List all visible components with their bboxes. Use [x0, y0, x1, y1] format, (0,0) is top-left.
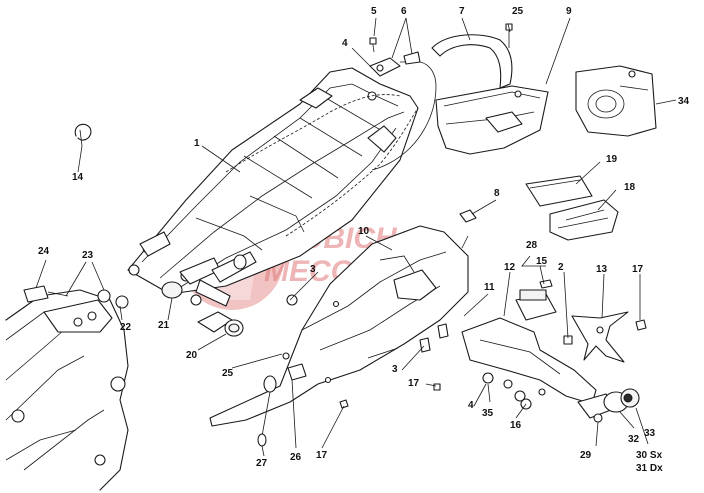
relay-block [515, 279, 557, 321]
reflector-bracket [571, 311, 629, 363]
manual-card [525, 175, 593, 207]
callout-9: 9 [566, 6, 572, 17]
callout-30: 30 Sx [636, 450, 663, 461]
callout-21: 21 [158, 320, 170, 331]
callout-11: 11 [484, 282, 495, 293]
tool-pouch [575, 65, 657, 137]
callout-10: 10 [358, 226, 370, 237]
tool-roll [549, 199, 619, 241]
callout-17b: 17 [408, 378, 420, 389]
callout-3a: 3 [310, 264, 316, 275]
callout-3b: 3 [392, 364, 398, 375]
leader-lines [35, 17, 677, 457]
callout-5: 5 [371, 6, 377, 17]
ground-cable [257, 352, 307, 447]
callout-17a: 17 [632, 264, 644, 275]
callout-24: 24 [38, 246, 50, 257]
callout-1: 1 [194, 138, 200, 149]
callout-14: 14 [72, 172, 84, 183]
callout-15: 15 [536, 256, 548, 267]
callout-6: 6 [401, 6, 407, 17]
callout-22: 22 [120, 322, 132, 333]
callout-7: 7 [459, 6, 465, 17]
callout-20: 20 [186, 350, 198, 361]
callout-27: 27 [256, 458, 268, 469]
callout-32: 32 [628, 434, 640, 445]
battery-strap [431, 34, 513, 89]
callout-4b: 4 [468, 400, 474, 411]
cable-assembly [369, 37, 437, 171]
callout-17c: 17 [316, 450, 328, 461]
callout-18: 18 [624, 182, 636, 193]
callout-28: 28 [526, 240, 538, 251]
fasteners [286, 294, 647, 409]
callout-16: 16 [510, 420, 522, 431]
callout-8: 8 [494, 188, 500, 199]
callout-19: 19 [606, 154, 618, 165]
callout-13: 13 [596, 264, 608, 275]
main-frame [5, 285, 129, 491]
callout-labels: 1 2 3 3 4 4 5 6 7 8 9 10 11 12 13 14 15 … [38, 6, 690, 474]
rear-subframe [127, 67, 419, 306]
callout-2: 2 [558, 262, 564, 273]
callout-31: 31 Dx [636, 463, 663, 474]
nut-8 [459, 209, 477, 223]
callout-25b: 25 [222, 368, 234, 379]
turn-signal [577, 388, 640, 423]
callout-26: 26 [290, 452, 302, 463]
callout-29: 29 [580, 450, 592, 461]
plate-holder [461, 317, 597, 410]
callout-33: 33 [644, 428, 656, 439]
battery-tray [435, 85, 549, 155]
spring-clip [74, 123, 92, 147]
callout-4a: 4 [342, 38, 348, 49]
callout-34: 34 [678, 96, 690, 107]
undertray [209, 225, 469, 427]
callout-12: 12 [504, 262, 516, 273]
callout-23: 23 [82, 250, 94, 261]
callout-35: 35 [482, 408, 494, 419]
callout-25a: 25 [512, 6, 524, 17]
